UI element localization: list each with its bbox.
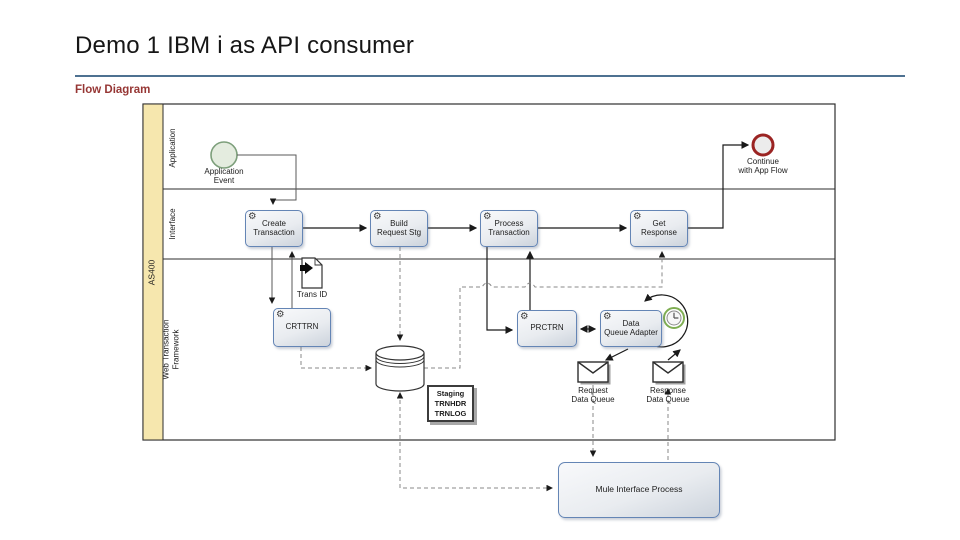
gear-icon: ⚙ [373,211,382,222]
assoc-crttrn-to-db [300,347,372,372]
task-create-transaction: ⚙ Create Transaction [245,210,303,247]
pool-label: AS400 [146,259,157,286]
flow-get-to-end [688,141,750,229]
database-cylinder [375,345,425,392]
data-input-doc [300,257,323,289]
gear-icon: ⚙ [248,211,257,222]
task-get-response: ⚙ Get Response [630,210,688,247]
mule-interface-process-box: Mule Interface Process [558,462,720,518]
task-crttrn: ⚙ CRTTRN [273,308,331,347]
staging-table-label-box: Staging TRNHDR TRNLOG [427,385,474,423]
adapter-loop-arc [644,293,689,348]
task-label: Create Transaction [253,218,295,237]
title-rule [75,75,905,77]
assoc-db-mule [396,392,553,492]
gear-icon: ⚙ [633,211,642,222]
task-label: Build Request Stg [376,218,422,237]
request-queue-label: Request Data Queue [571,386,615,405]
task-build-request-stg: ⚙ Build Request Stg [370,210,428,247]
gear-icon: ⚙ [483,211,492,222]
request-queue-message-icon [577,361,611,385]
end-event-circle [751,133,775,157]
task-label: Process Transaction [488,218,530,237]
flow-process-to-prctrn [486,247,514,334]
task-process-transaction: ⚙ Process Transaction [480,210,538,247]
gear-icon: ⚙ [603,311,612,322]
task-label: Data Queue Adapter [604,318,658,337]
timer-icon [663,307,685,329]
response-queue-message-icon [652,361,686,385]
task-label: Get Response [640,218,678,237]
lane-label-web-transaction-framework: Web Transaction Framework [161,319,181,380]
task-prctrn: ⚙ PRCTRN [517,310,577,347]
end-event-label: Continue with App Flow [738,157,788,176]
section-label: Flow Diagram [75,84,151,96]
flow-response-queue-to-adapter [667,349,681,361]
data-input-arrow-icon [300,262,313,274]
flow-adapter-to-request-queue [604,348,629,361]
page-title: Demo 1 IBM i as API consumer [75,32,415,59]
pool-label-strip [142,103,164,441]
lane-label-interface: Interface [168,208,177,240]
task-label: PRCTRN [530,323,564,333]
gear-icon: ⚙ [276,309,285,320]
trans-id-label: Trans ID [296,290,328,299]
lane-label-application: Application [168,128,177,168]
gear-icon: ⚙ [520,311,529,322]
task-data-queue-adapter: ⚙ Data Queue Adapter [600,310,662,347]
start-event-circle [210,141,238,169]
flow-event-to-create [237,154,297,205]
task-label: CRTTRN [285,322,319,332]
response-queue-label: Response Data Queue [646,386,690,405]
pool-frame [142,103,836,441]
start-event-label: Application Event [204,167,244,186]
